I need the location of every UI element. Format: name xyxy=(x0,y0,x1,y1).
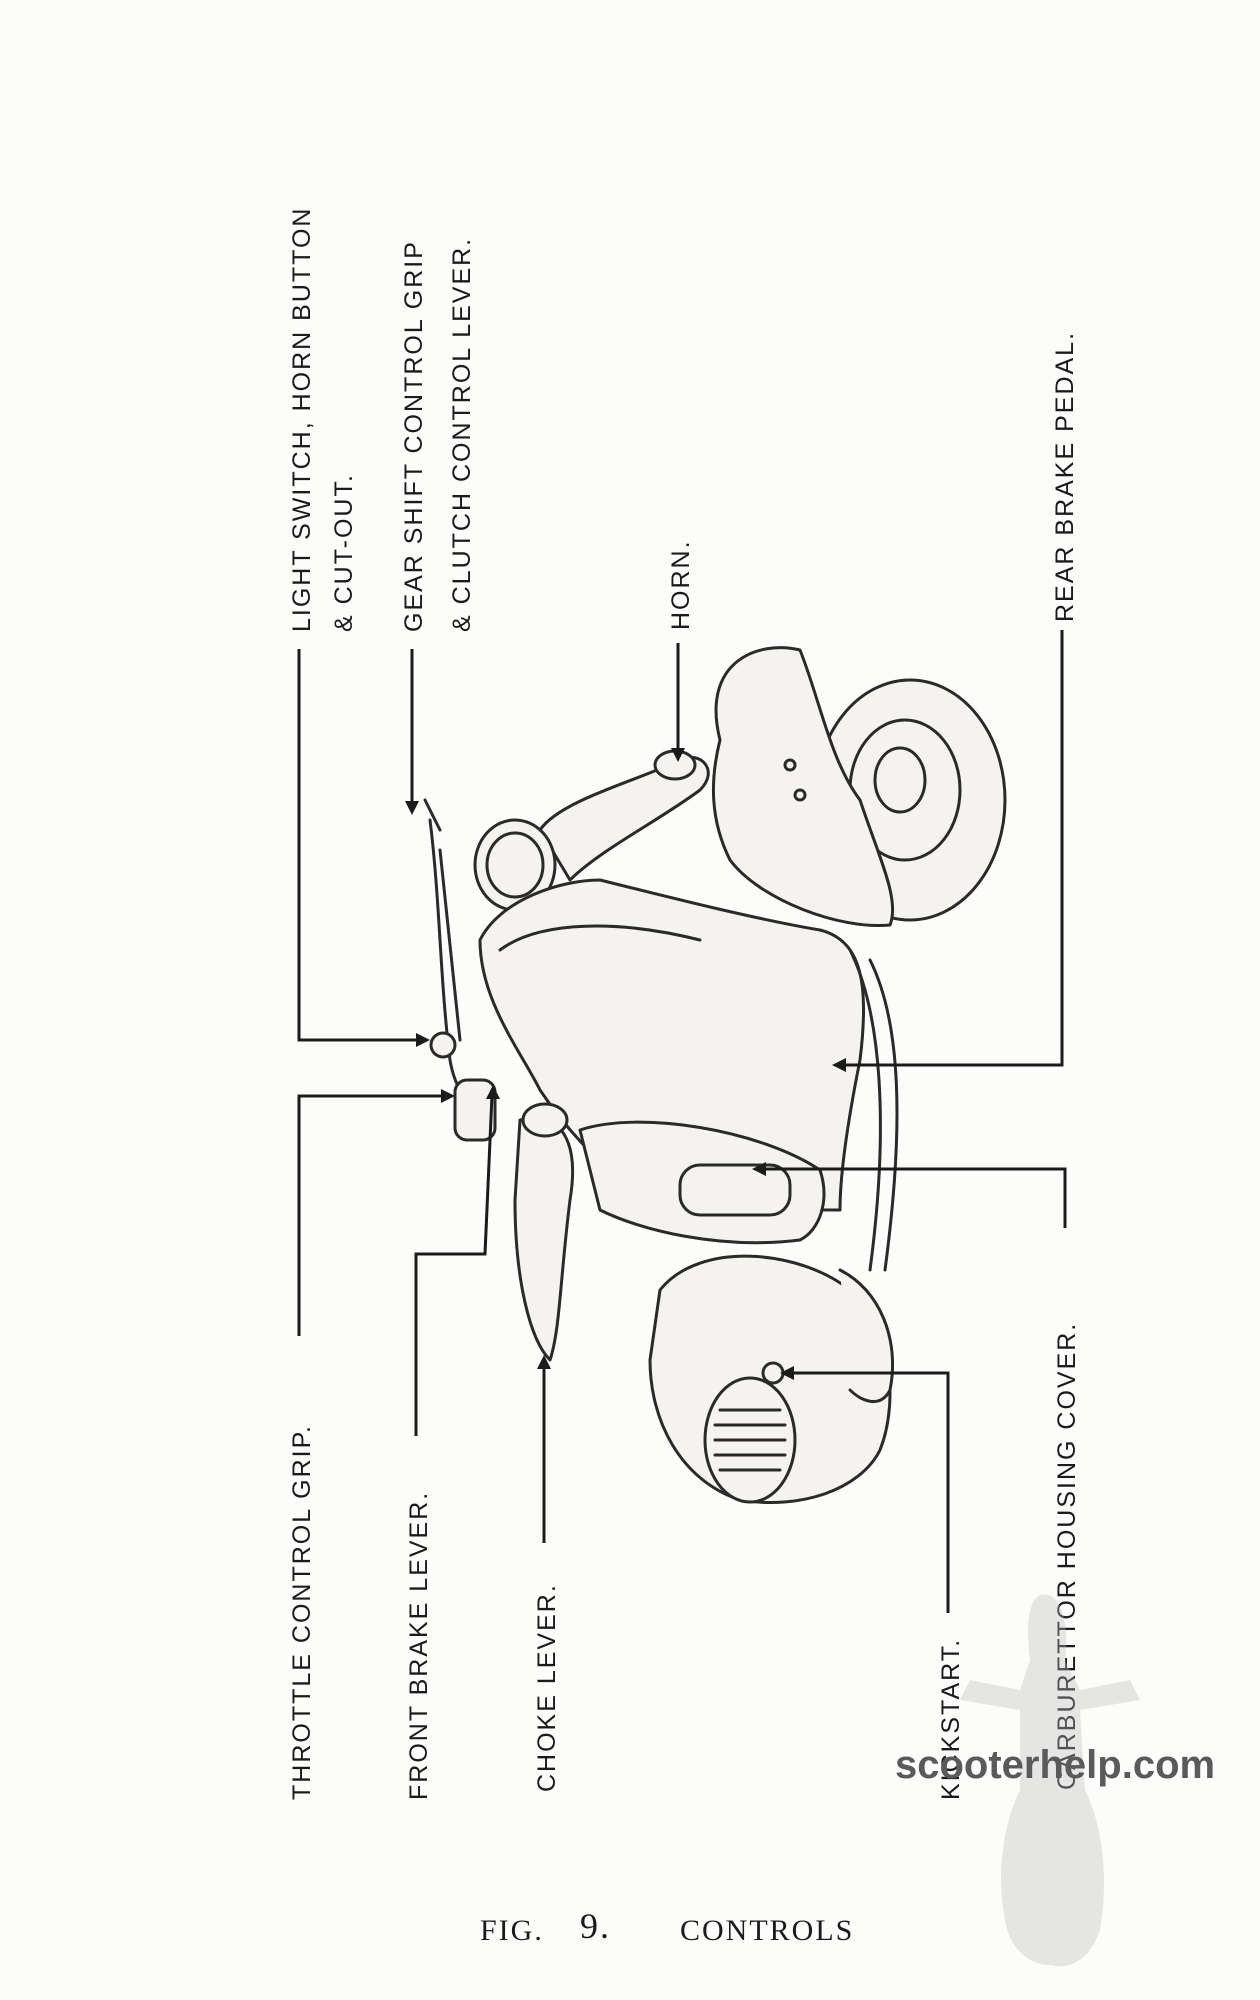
watermark-scooter-logo xyxy=(960,1594,1140,1967)
scooter-illustration xyxy=(423,646,1007,1505)
figure-number: 9. xyxy=(580,1906,611,1946)
carburettor-housing-cover xyxy=(678,1163,792,1217)
figure-caption-prefix: FIG. xyxy=(480,1914,544,1947)
leader-lines xyxy=(297,630,1067,1613)
label-kickstart: KICKSTART. xyxy=(937,1638,965,1800)
leader-throttle xyxy=(297,1094,447,1336)
label-horn: HORN. xyxy=(667,539,695,630)
figure-caption-title: CONTROLS xyxy=(680,1914,854,1947)
label-carburettor-housing-cover: CARBURETTOR HOUSING COVER. xyxy=(1053,1322,1081,1790)
light-switch xyxy=(429,1031,457,1059)
label-choke-lever: CHOKE LEVER. xyxy=(533,1583,561,1792)
leader-carburettor xyxy=(760,1167,1067,1228)
label-rear-brake-pedal: REAR BRAKE PEDAL. xyxy=(1051,331,1079,622)
label-throttle-control-grip: THROTTLE CONTROL GRIP. xyxy=(288,1424,316,1800)
leader-rear-brake xyxy=(840,630,1064,1067)
throttle-grip xyxy=(453,1078,497,1142)
watermark-text: scooterhelp.com xyxy=(895,1743,1215,1787)
leader-front-brake xyxy=(414,1094,494,1436)
label-clutch-lever: & CLUTCH CONTROL LEVER. xyxy=(448,237,476,632)
front-fender xyxy=(711,646,895,928)
label-front-brake-lever: FRONT BRAKE LEVER. xyxy=(405,1491,433,1800)
label-light-switch: LIGHT SWITCH, HORN BUTTON xyxy=(288,207,316,632)
label-cut-out: & CUT-OUT. xyxy=(330,473,358,632)
label-gear-shift: GEAR SHIFT CONTROL GRIP xyxy=(400,240,428,632)
leader-kickstart xyxy=(788,1371,950,1613)
leader-light-switch xyxy=(297,649,422,1042)
